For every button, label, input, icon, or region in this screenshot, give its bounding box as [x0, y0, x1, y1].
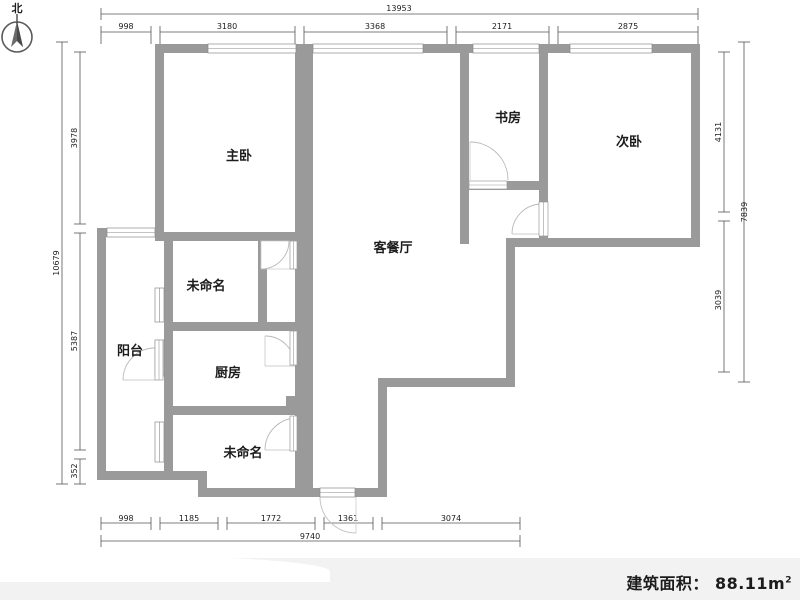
- dim-bottom-seg-3: 1361: [338, 514, 358, 523]
- north-compass-label: 北: [12, 1, 23, 15]
- door-study: [468, 141, 509, 190]
- door-balcony: [122, 339, 164, 381]
- dim-top-seg-4: 2875: [618, 22, 638, 31]
- wall-kitchen-jog: [286, 396, 304, 406]
- wall-kitchen-right: [295, 331, 304, 396]
- room-label-living-dining: 客餐厅: [373, 240, 412, 256]
- window-unnamed1: [154, 287, 165, 323]
- wall-living-left: [304, 44, 313, 497]
- wall-master-bedroom-right: [295, 44, 304, 238]
- wall-exterior-step-vertical-1: [198, 471, 207, 497]
- window-study: [472, 43, 540, 54]
- wall-exterior-mid-right-run: [506, 238, 700, 247]
- wall-kitchen-top: [164, 322, 304, 331]
- room-labels-group: 主卧 未命名 阳台 厨房 未命名 客餐厅 书房 次卧: [117, 110, 642, 461]
- wall-unnamed2-right: [295, 415, 304, 493]
- door-entrance: [319, 496, 357, 534]
- room-label-master-bedroom: 主卧: [226, 148, 252, 164]
- wall-exterior-right-step-vertical: [506, 238, 515, 387]
- door-unnamed2: [264, 415, 298, 452]
- wall-corridor-right-upper: [295, 241, 304, 322]
- room-label-unnamed-1: 未命名: [185, 278, 225, 294]
- dim-left-seg-2: 352: [70, 463, 79, 478]
- wall-exterior-bottom-center-right: [355, 488, 387, 497]
- dimension-right: [718, 41, 750, 383]
- wall-unnamed1-left: [164, 237, 173, 322]
- dim-right-seg-0: 4131: [714, 122, 723, 142]
- wall-exterior-left-balcony: [97, 228, 106, 480]
- room-label-balcony: 阳台: [117, 343, 143, 359]
- dimension-left: [56, 41, 86, 485]
- dim-left-seg-1: 5387: [70, 331, 79, 351]
- wall-exterior-step-vertical-2: [378, 378, 387, 497]
- dimension-top: [100, 8, 699, 44]
- window-second-bedroom: [569, 43, 653, 54]
- wall-study-right: [539, 44, 548, 190]
- wall-exterior-bottom-center-left: [198, 488, 320, 497]
- window-unnamed2: [154, 421, 165, 463]
- room-label-second-bedroom: 次卧: [616, 134, 642, 150]
- wall-kitchen-bottom: [164, 406, 304, 415]
- door-master-bedroom: [260, 240, 298, 270]
- wall-study-left: [460, 44, 469, 244]
- dim-top-total: 13953: [386, 4, 411, 13]
- window-living-dining: [312, 43, 424, 54]
- wall-master-bedroom-bottom: [155, 232, 304, 241]
- wall-unnamed2-left: [164, 415, 173, 480]
- dim-top-seg-3: 2171: [492, 22, 512, 31]
- room-label-kitchen: 厨房: [215, 365, 241, 381]
- dim-top-seg-2: 3368: [365, 22, 385, 31]
- door-kitchen: [264, 330, 298, 367]
- room-label-study: 书房: [495, 110, 521, 126]
- dim-bottom-seg-4: 3074: [441, 514, 461, 523]
- dim-left-seg-0: 3978: [70, 128, 79, 148]
- walls-group: [97, 44, 700, 497]
- door-second-bedroom: [511, 201, 549, 237]
- building-area-text: 建筑面积： 88.11m: [626, 574, 786, 593]
- building-area-unit-superscript: 2: [785, 575, 792, 586]
- dim-bottom-seg-0: 998: [118, 514, 133, 523]
- window-master-bedroom: [207, 43, 297, 54]
- wall-kitchen-left: [164, 331, 173, 406]
- windows-group: [106, 43, 653, 498]
- footer-wave-decoration: [0, 556, 330, 582]
- wall-exterior-bottom-right-run: [378, 378, 515, 387]
- wall-exterior-left-upper: [155, 44, 164, 233]
- wall-exterior-right: [691, 44, 700, 247]
- dim-right-seg-1: 3039: [714, 290, 723, 310]
- window-entry: [319, 487, 356, 498]
- dim-top-seg-0: 998: [118, 22, 133, 31]
- dimension-bottom: [100, 517, 521, 547]
- window-balcony-top: [106, 227, 156, 238]
- room-label-unnamed-2: 未命名: [222, 445, 262, 461]
- dim-top-seg-1: 3180: [217, 22, 237, 31]
- dim-left-total: 10679: [52, 250, 61, 275]
- wall-unnamed1-right: [258, 241, 267, 322]
- dim-bottom-seg-1: 1185: [179, 514, 199, 523]
- dim-bottom-seg-2: 1772: [261, 514, 281, 523]
- north-compass-icon: [1, 14, 33, 53]
- dim-right-total: 7839: [740, 202, 749, 222]
- building-area-label: 建筑面积： 88.11m2: [626, 570, 792, 594]
- dim-bottom-total: 9740: [300, 532, 320, 541]
- wall-exterior-top: [155, 44, 700, 53]
- doors-group: [122, 141, 549, 534]
- wall-exterior-bottom-left: [97, 471, 207, 480]
